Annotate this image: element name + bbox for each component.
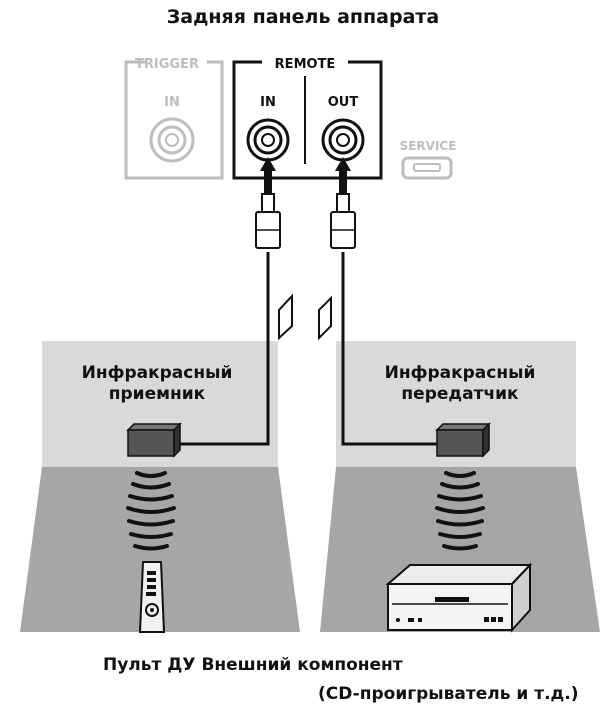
diagram-title: Задняя панель аппарата: [166, 6, 440, 28]
trigger-jack-group: TRIGGER IN: [124, 57, 224, 180]
ir-receiver-label-line1: Инфракрасный: [81, 363, 233, 383]
remote-in-plug: [255, 157, 281, 249]
remote-in-jack: [246, 118, 290, 162]
trigger-in-jack: [149, 117, 195, 163]
service-port: [401, 156, 453, 180]
remote-out-jack: [321, 118, 365, 162]
ir-receiver-box: [126, 422, 182, 458]
ir-transmitter-label-line1: Инфракрасный: [384, 363, 536, 383]
bottom-caption-line2: (CD-проигрыватель и т.д.): [318, 684, 579, 704]
trigger-in-label: IN: [164, 95, 180, 110]
ir-signal-waves-icon: [126, 471, 176, 551]
ir-receiver-label: Инфракрасный приемник: [62, 363, 252, 405]
service-port-group: SERVICE: [400, 139, 457, 180]
remote-control-icon: [138, 561, 166, 633]
transmitter-cable: [341, 252, 437, 446]
up-arrow-icon: [278, 293, 293, 341]
trigger-label: TRIGGER: [135, 57, 199, 72]
ir-transmitter-label: Инфракрасный передатчик: [360, 363, 560, 405]
down-arrow-icon: [318, 295, 332, 341]
cables: [178, 252, 437, 446]
remote-out-plug: [330, 157, 356, 249]
remote-jack-group: REMOTE IN OUT: [232, 57, 383, 180]
remote-in-label: IN: [260, 95, 276, 110]
ir-transmitter-box: [435, 422, 491, 458]
ir-signal-waves-icon: [435, 471, 485, 551]
ir-transmitter-label-line2: передатчик: [401, 384, 519, 404]
receiver-cable: [178, 252, 270, 446]
service-label: SERVICE: [400, 139, 457, 153]
bottom-caption-line1: Пульт ДУ Внешний компонент: [103, 655, 403, 675]
remote-out-label: OUT: [328, 95, 359, 110]
remote-label: REMOTE: [275, 57, 336, 72]
ir-receiver-label-line2: приемник: [108, 384, 206, 404]
cd-player-icon: [385, 562, 533, 633]
